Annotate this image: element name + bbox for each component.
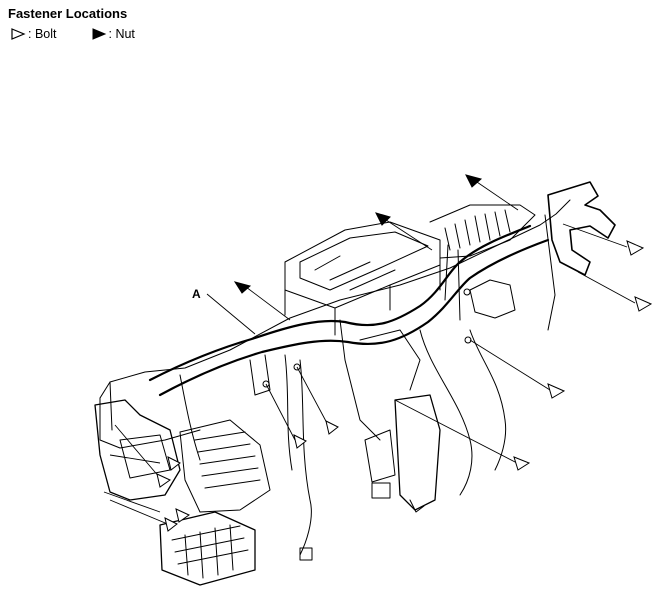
legend-bolt: : Bolt bbox=[10, 27, 57, 41]
legend-nut-label: : Nut bbox=[108, 27, 135, 41]
bolt-marker bbox=[626, 240, 645, 256]
bolt-marker bbox=[156, 473, 171, 488]
bolt-marker bbox=[164, 517, 178, 532]
leader-lines bbox=[103, 179, 636, 526]
nut-marker bbox=[233, 281, 252, 294]
nut-marker bbox=[465, 174, 483, 188]
bolt-marker bbox=[167, 456, 181, 471]
page-title: Fastener Locations bbox=[8, 6, 128, 21]
bolt-marker bbox=[293, 434, 307, 449]
legend: : Bolt : Nut bbox=[10, 26, 135, 42]
bolt-marker bbox=[175, 508, 190, 523]
nut-filled-triangle-icon bbox=[92, 28, 106, 40]
bolt-marker bbox=[634, 296, 653, 312]
assembly-drawing bbox=[94, 181, 616, 586]
bolt-marker bbox=[325, 420, 339, 435]
fastener-markers bbox=[156, 174, 653, 532]
legend-nut: : Nut bbox=[91, 27, 135, 41]
legend-bolt-label: : Bolt bbox=[28, 27, 57, 41]
bolt-outline-triangle-icon bbox=[11, 28, 26, 40]
bolt-marker bbox=[547, 383, 566, 399]
nut-marker bbox=[375, 212, 391, 226]
bolt-marker bbox=[513, 456, 531, 471]
callout-a-label: A bbox=[192, 287, 201, 301]
